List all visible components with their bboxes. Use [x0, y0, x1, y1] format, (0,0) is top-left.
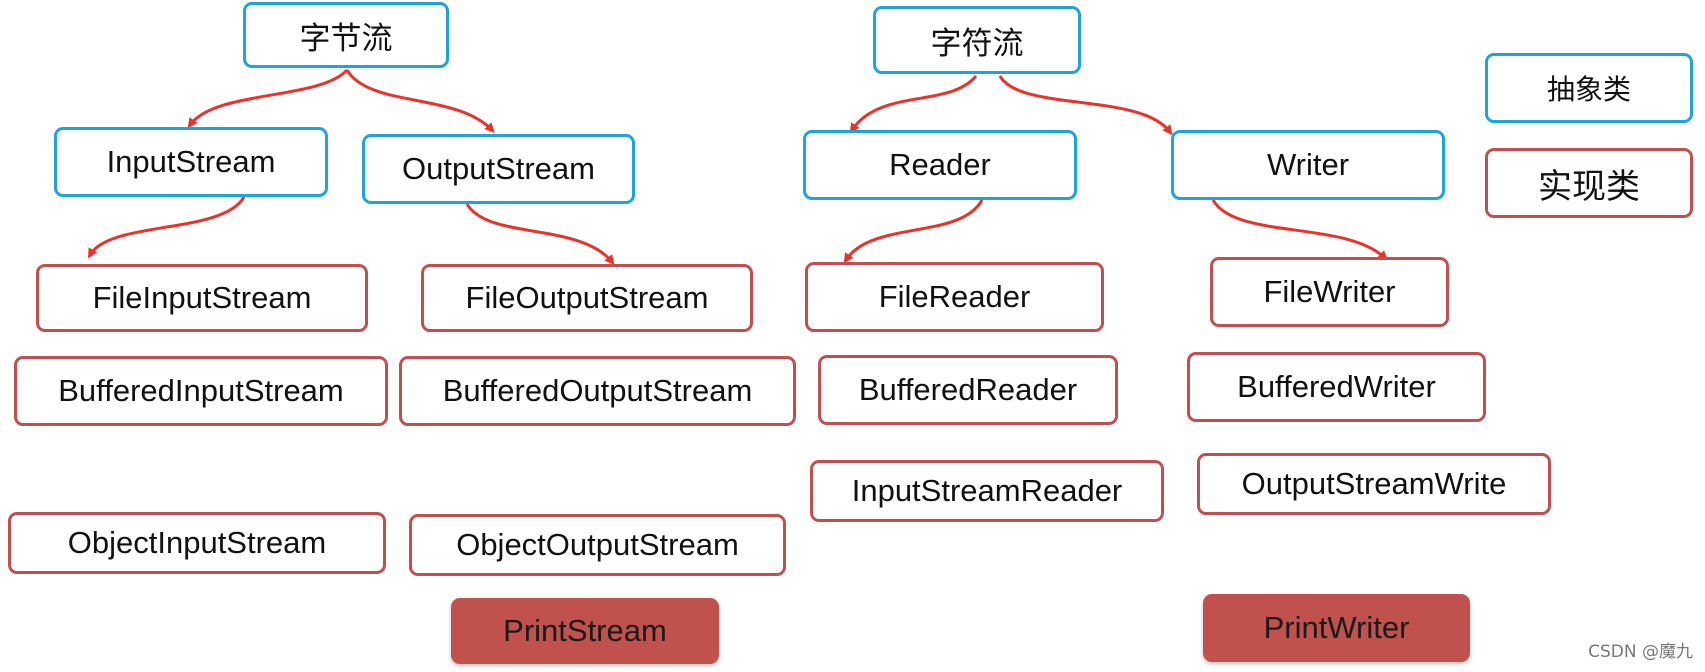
arrow-inputstream-to-fileinputstream — [88, 196, 246, 259]
byte-stream-root: 字节流 — [243, 2, 449, 68]
bufferedinputstream-box: BufferedInputStream — [14, 356, 388, 426]
printstream-box: PrintStream — [451, 598, 719, 664]
bufferedreader-box: BufferedReader — [818, 355, 1118, 425]
writer-box: Writer — [1171, 130, 1445, 200]
arrow-outputstream-to-fileoutputstream — [465, 203, 615, 266]
arrow-writer-to-filewriter — [1211, 199, 1388, 261]
reader-box: Reader — [803, 130, 1077, 200]
inputstreamreader-box: InputStreamReader — [810, 460, 1164, 522]
objectoutputstream-box: ObjectOutputStream — [409, 514, 786, 576]
arrow-bytes-to-inputstream — [187, 68, 349, 129]
outputstreamwrite-box: OutputStreamWrite — [1197, 453, 1551, 515]
fileinputstream-box: FileInputStream — [36, 264, 368, 332]
csdn-watermark: CSDN @魔九 — [1588, 642, 1693, 662]
printwriter-box: PrintWriter — [1203, 594, 1470, 662]
objectinputstream-box: ObjectInputStream — [8, 512, 386, 574]
bufferedwriter-box: BufferedWriter — [1187, 352, 1486, 422]
legend-concrete-class: 实现类 — [1485, 148, 1693, 218]
arrow-reader-to-filereader — [843, 199, 984, 264]
arrow-chars-to-reader — [849, 75, 978, 134]
bufferedoutputstream-box: BufferedOutputStream — [399, 356, 796, 426]
filewriter-box: FileWriter — [1210, 257, 1449, 327]
arrow-chars-to-writer — [998, 75, 1173, 136]
char-stream-root: 字符流 — [873, 6, 1081, 74]
legend-abstract-class: 抽象类 — [1485, 53, 1693, 123]
fileoutputstream-box: FileOutputStream — [421, 264, 753, 332]
outputstream-box: OutputStream — [362, 134, 635, 204]
filereader-box: FileReader — [805, 262, 1104, 332]
inputstream-box: InputStream — [54, 127, 328, 197]
arrow-bytes-to-outputstream — [345, 69, 495, 133]
